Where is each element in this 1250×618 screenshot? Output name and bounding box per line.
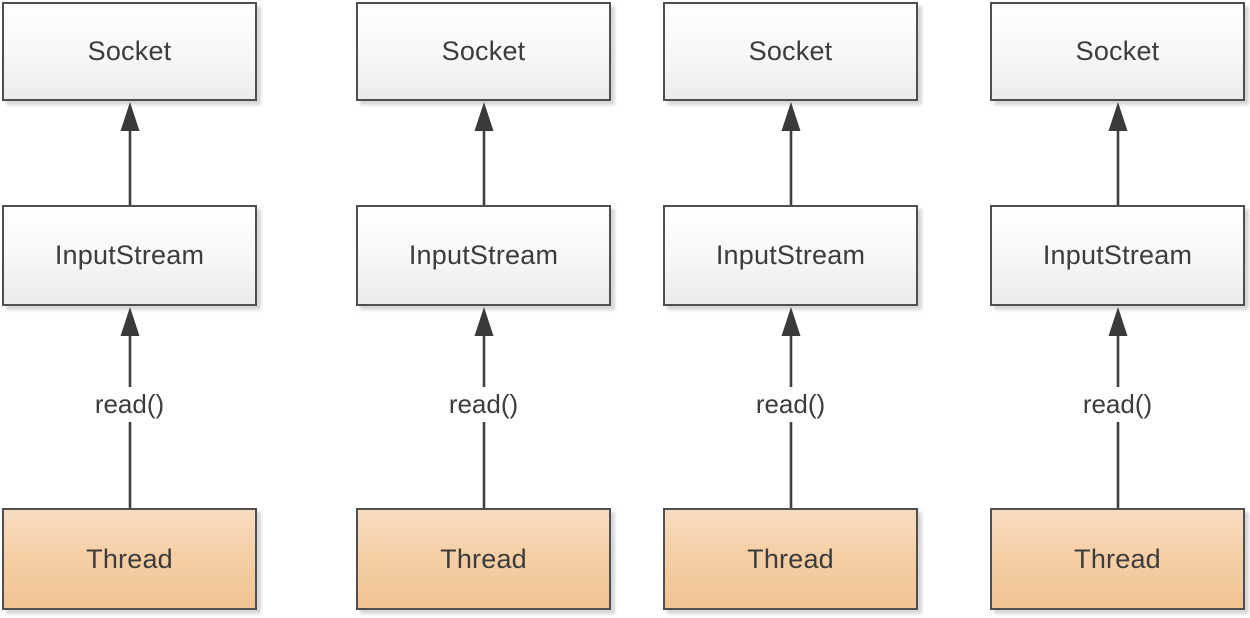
arrow-up-icon [120, 102, 139, 205]
read-method-label: read() [356, 387, 611, 422]
thread-box: Thread [663, 508, 918, 610]
socket-box: Socket [990, 2, 1245, 101]
read-method-text: read() [86, 387, 173, 422]
inputstream-box: InputStream [2, 205, 257, 306]
read-method-label: read() [990, 387, 1245, 422]
thread-box: Thread [356, 508, 611, 610]
stack-column-4: Socket InputStream read() Thread [990, 0, 1245, 618]
stack-column-2: Socket InputStream read() Thread [356, 0, 611, 618]
read-method-text: read() [1074, 387, 1161, 422]
thread-box: Thread [2, 508, 257, 610]
inputstream-box: InputStream [663, 205, 918, 306]
arrow-up-icon [781, 102, 800, 205]
socket-box: Socket [2, 2, 257, 101]
stack-column-1: Socket InputStream read() Thread [2, 0, 257, 618]
arrow-up-icon [474, 102, 493, 205]
socket-box: Socket [663, 2, 918, 101]
inputstream-box: InputStream [356, 205, 611, 306]
stack-column-3: Socket InputStream read() Thread [663, 0, 918, 618]
read-method-text: read() [440, 387, 527, 422]
socket-box: Socket [356, 2, 611, 101]
read-method-label: read() [2, 387, 257, 422]
arrow-up-icon [1108, 102, 1127, 205]
read-method-label: read() [663, 387, 918, 422]
read-method-text: read() [747, 387, 834, 422]
inputstream-box: InputStream [990, 205, 1245, 306]
thread-box: Thread [990, 508, 1245, 610]
